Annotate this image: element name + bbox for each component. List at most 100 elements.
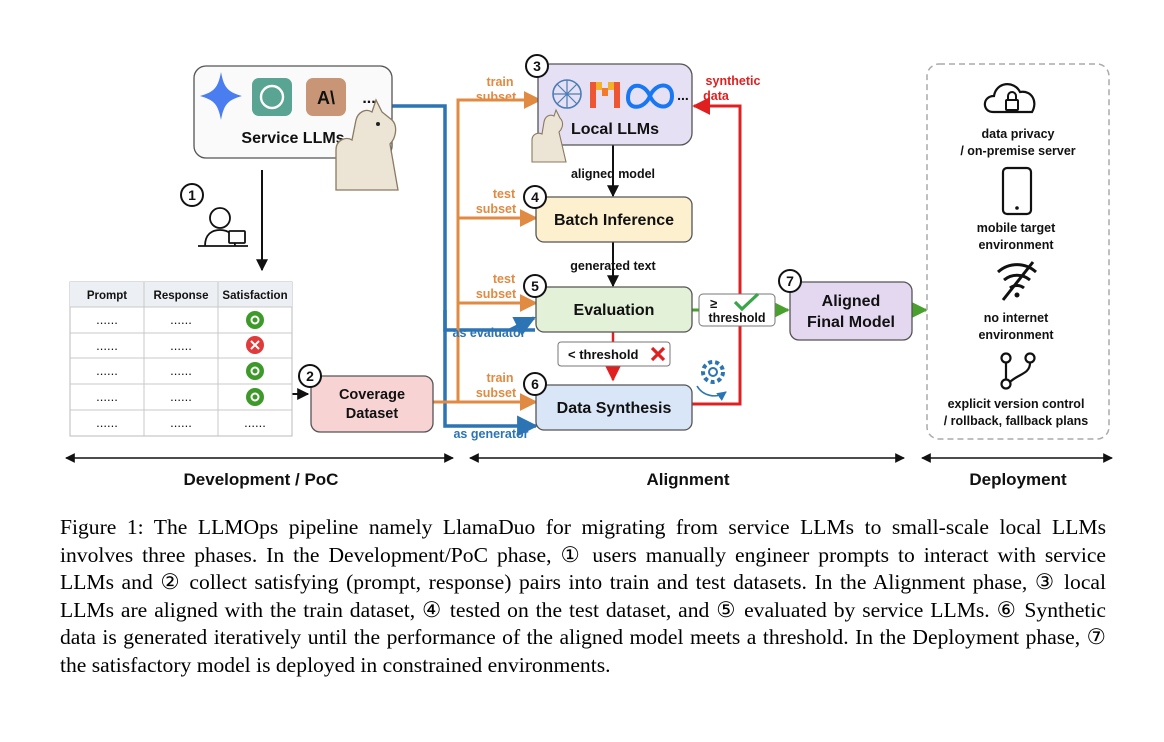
step-5-badge: 5 bbox=[523, 274, 547, 298]
threshold-label: threshold bbox=[709, 311, 766, 325]
batch-inference-title: Batch Inference bbox=[554, 212, 674, 229]
cloud-lock-icon bbox=[983, 83, 1036, 114]
unsatisfied-x-icon bbox=[246, 336, 264, 354]
satisfied-check-icon bbox=[246, 311, 264, 329]
svg-text:A\: A\ bbox=[317, 88, 335, 108]
more-local-llms-label: ... bbox=[677, 87, 689, 103]
service-llms-title: Service LLMs bbox=[241, 130, 344, 147]
final-model-label: Final Model bbox=[807, 314, 895, 331]
lt-threshold-label: < threshold bbox=[568, 347, 638, 362]
table-cell: ...... bbox=[96, 363, 118, 378]
service-llms-box: A\ ... Service LLMs bbox=[193, 65, 393, 159]
ge-symbol: ≥ bbox=[710, 296, 717, 311]
subset-label: subset bbox=[476, 287, 517, 301]
svg-text:6: 6 bbox=[531, 376, 539, 392]
aligned-label: Aligned bbox=[822, 293, 881, 310]
aligned-model-label: aligned model bbox=[571, 167, 655, 181]
batch-inference-box: Batch Inference bbox=[535, 196, 693, 243]
test-label: test bbox=[493, 272, 516, 286]
data-synthesis-title: Data Synthesis bbox=[557, 400, 672, 417]
table-cell: ...... bbox=[170, 338, 192, 353]
svg-text:7: 7 bbox=[786, 273, 794, 289]
phase-development-label: Development / PoC bbox=[184, 470, 339, 489]
deployment-item-privacy-line1: data privacy bbox=[982, 127, 1055, 141]
aligned-final-model-box: Aligned Final Model bbox=[789, 281, 913, 341]
deployment-item-version-line1: explicit version control bbox=[948, 397, 1085, 411]
deployment-item-privacy-line2: / on-premise server bbox=[960, 144, 1075, 158]
synthetic-label: synthetic bbox=[706, 74, 761, 88]
svg-text:4: 4 bbox=[531, 189, 539, 205]
llama-icon bbox=[335, 98, 399, 191]
generator-flow bbox=[443, 310, 539, 437]
svg-text:3: 3 bbox=[533, 58, 541, 74]
deployment-item-version-line2: / rollback, fallback plans bbox=[944, 414, 1089, 428]
gear-icon bbox=[696, 360, 727, 401]
evaluator-arrow bbox=[509, 316, 536, 336]
svg-text:2: 2 bbox=[306, 368, 314, 384]
evaluation-title: Evaluation bbox=[574, 302, 655, 319]
pipeline-figure: A\ ... Service LLMs Prompt Response Sati… bbox=[65, 54, 1113, 489]
table-cell: ...... bbox=[96, 312, 118, 327]
phase-deployment-label: Deployment bbox=[969, 470, 1067, 489]
as-generator-label: as generator bbox=[453, 427, 528, 441]
train-subset-flow bbox=[432, 91, 542, 404]
dataset-label: Dataset bbox=[346, 406, 399, 422]
test-label: test bbox=[493, 187, 516, 201]
above-threshold-callout: ≥ threshold bbox=[698, 292, 776, 327]
subset-label: subset bbox=[476, 90, 517, 104]
version-control-icon bbox=[1000, 352, 1036, 390]
synthetic-data-loop bbox=[692, 97, 742, 406]
coverage-label: Coverage bbox=[339, 387, 405, 403]
subset-label: subset bbox=[476, 386, 517, 400]
table-cell: ...... bbox=[96, 338, 118, 353]
network-globe-icon bbox=[552, 79, 582, 109]
more-llms-label: ... bbox=[362, 90, 375, 107]
table-header-satisfaction: Satisfaction bbox=[222, 290, 287, 302]
table-cell: ...... bbox=[170, 389, 192, 404]
user-icon bbox=[198, 207, 248, 247]
no-wifi-icon bbox=[996, 261, 1038, 301]
deployment-item-mobile-line2: environment bbox=[978, 238, 1054, 252]
step-7-badge: 7 bbox=[778, 269, 802, 293]
prompt-table: Prompt Response Satisfaction ...... ....… bbox=[69, 281, 293, 437]
train-label: train bbox=[486, 371, 513, 385]
deployment-item-mobile-line1: mobile target bbox=[977, 221, 1056, 235]
table-cell: ...... bbox=[170, 312, 192, 327]
svg-text:1: 1 bbox=[188, 187, 196, 203]
cross-icon bbox=[650, 346, 666, 362]
meta-icon bbox=[625, 83, 675, 109]
generated-text-label: generated text bbox=[570, 259, 656, 273]
local-llms-box: ... Local LLMs bbox=[537, 63, 693, 146]
train-label: train bbox=[486, 75, 513, 89]
table-cell: ...... bbox=[96, 389, 118, 404]
checkmark-icon bbox=[733, 292, 760, 312]
anthropic-icon bbox=[306, 78, 346, 116]
gemini-icon bbox=[200, 72, 242, 120]
deployment-item-internet-line1: no internet bbox=[984, 311, 1049, 325]
step-2-badge: 2 bbox=[298, 364, 322, 388]
deployment-panel: data privacy / on-premise server mobile … bbox=[926, 63, 1110, 440]
coverage-dataset-box: Coverage Dataset bbox=[310, 375, 434, 433]
svg-text:5: 5 bbox=[531, 278, 539, 294]
step-1-badge: 1 bbox=[180, 183, 204, 207]
small-llama-icon bbox=[531, 108, 567, 163]
evaluation-box: Evaluation bbox=[535, 286, 693, 333]
data-label: data bbox=[703, 89, 730, 103]
data-synthesis-box: Data Synthesis bbox=[535, 384, 693, 431]
table-cell: ...... bbox=[96, 415, 118, 430]
step-3-badge: 3 bbox=[525, 54, 549, 78]
step-4-badge: 4 bbox=[523, 185, 547, 209]
mistral-icon bbox=[590, 82, 620, 108]
satisfied-check-icon bbox=[246, 388, 264, 406]
as-evaluator-label: as evaluator bbox=[453, 326, 526, 340]
local-llms-title: Local LLMs bbox=[571, 121, 659, 138]
table-header-response: Response bbox=[154, 290, 209, 302]
below-threshold-callout: < threshold bbox=[557, 341, 671, 367]
figure-caption: Figure 1: The LLMOps pipeline namely Lla… bbox=[60, 515, 1106, 677]
evaluator-flow bbox=[392, 104, 535, 332]
table-cell: ...... bbox=[170, 363, 192, 378]
satisfied-check-icon bbox=[246, 362, 264, 380]
table-cell: ...... bbox=[244, 415, 266, 430]
subset-label: subset bbox=[476, 202, 517, 216]
chatgpt-icon bbox=[252, 78, 292, 116]
